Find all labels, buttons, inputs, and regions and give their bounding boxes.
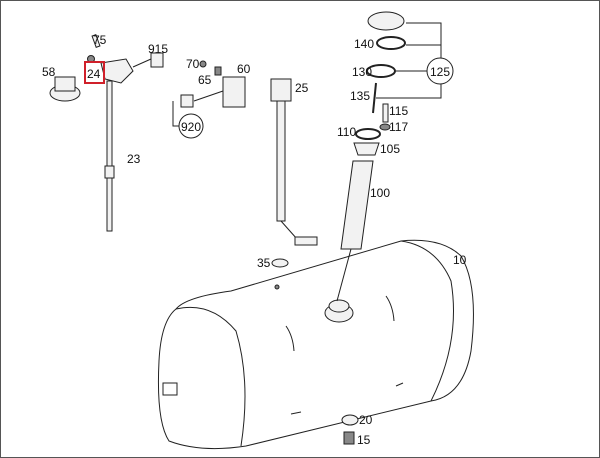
fuel-sender-25[interactable] [270,78,318,246]
label-110[interactable]: 110 [337,125,356,139]
seal-20[interactable] [341,414,359,426]
bracket-65[interactable] [214,66,222,76]
label-100[interactable]: 100 [370,186,390,200]
callout-circle-920 [178,113,204,139]
label-135[interactable]: 135 [350,89,370,103]
label-24[interactable]: 24 [87,67,101,81]
strap-135[interactable] [372,82,377,114]
callout-circle-125 [426,57,454,85]
fuel-tank[interactable] [157,239,474,450]
label-130[interactable]: 130 [352,65,372,79]
label-60[interactable]: 60 [237,62,251,76]
screw-115[interactable] [382,103,389,123]
cap-58[interactable] [49,76,81,102]
label-115[interactable]: 115 [389,104,408,118]
bolt-75[interactable] [91,34,101,48]
pump-60[interactable] [222,76,246,108]
label-58[interactable]: 58 [42,65,56,79]
label-75[interactable]: 75 [93,33,107,47]
label-105[interactable]: 105 [380,142,400,156]
label-140[interactable]: 140 [354,37,374,51]
label-35[interactable]: 35 [257,256,271,270]
filler-cap-140[interactable] [367,11,406,50]
label-10[interactable]: 10 [453,253,467,267]
seal-35[interactable] [271,258,289,268]
label-117[interactable]: 117 [389,120,408,134]
label-20[interactable]: 20 [359,413,373,427]
nut-70[interactable] [199,60,207,68]
label-915[interactable]: 915 [148,42,168,56]
fuel-level-sender-23[interactable] [100,58,152,232]
selected-part-highlight [84,61,105,84]
gasket-110[interactable] [355,128,381,140]
label-23[interactable]: 23 [127,152,141,166]
label-65[interactable]: 65 [198,73,212,87]
label-125[interactable]: 125 [430,65,450,79]
connector-915[interactable] [150,52,164,68]
washer-117[interactable] [379,123,391,131]
adapter-105[interactable] [353,142,380,156]
strainer-100[interactable] [340,160,374,250]
label-25[interactable]: 25 [295,81,309,95]
label-70[interactable]: 70 [186,57,200,71]
label-920[interactable]: 920 [181,120,201,134]
label-15[interactable]: 15 [357,433,371,447]
drain-plug-15[interactable] [343,431,355,445]
